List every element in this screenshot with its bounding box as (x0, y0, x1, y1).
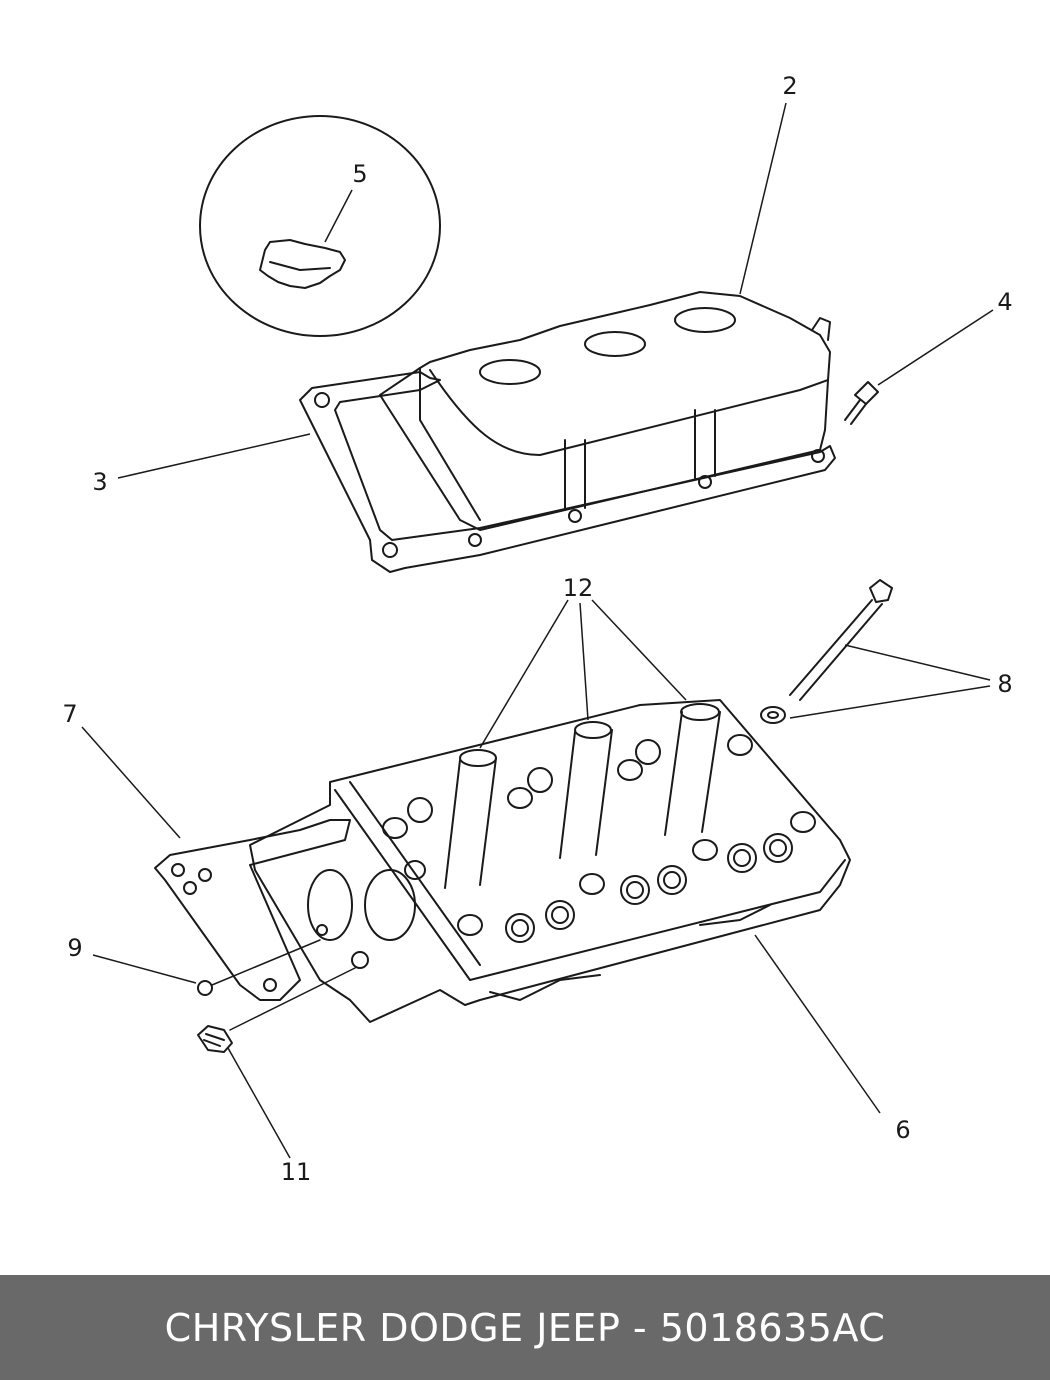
oil-cap-detail-circle (199, 115, 441, 337)
callout-2: 2 (782, 72, 797, 100)
callout-9: 9 (67, 934, 82, 962)
callout-8: 8 (997, 670, 1012, 698)
oil-filler-cap (259, 239, 346, 289)
small-plug (197, 980, 213, 996)
cylinder-head (249, 699, 851, 1023)
footer-title: CHRYSLER DODGE JEEP - 5018635AC (164, 1305, 886, 1350)
callout-7: 7 (62, 700, 77, 728)
callout-6: 6 (895, 1116, 910, 1144)
callout-12: 12 (563, 574, 594, 602)
threaded-plug (197, 967, 356, 1053)
parts-diagram: 2 5 4 3 12 8 7 9 6 11 (62, 72, 1012, 1186)
valve-cover-bolt (844, 381, 879, 425)
callout-11: 11 (281, 1158, 312, 1186)
footer-bar: CHRYSLER DODGE JEEP - 5018635AC (0, 1275, 1050, 1380)
callout-3: 3 (92, 468, 107, 496)
valve-cover (379, 291, 831, 531)
head-bolt-and-washer (760, 579, 893, 724)
spark-plug-tubes (444, 703, 721, 889)
callout-5: 5 (352, 160, 367, 188)
callout-4: 4 (997, 288, 1012, 316)
cylinder-head-gasket (154, 819, 351, 1001)
